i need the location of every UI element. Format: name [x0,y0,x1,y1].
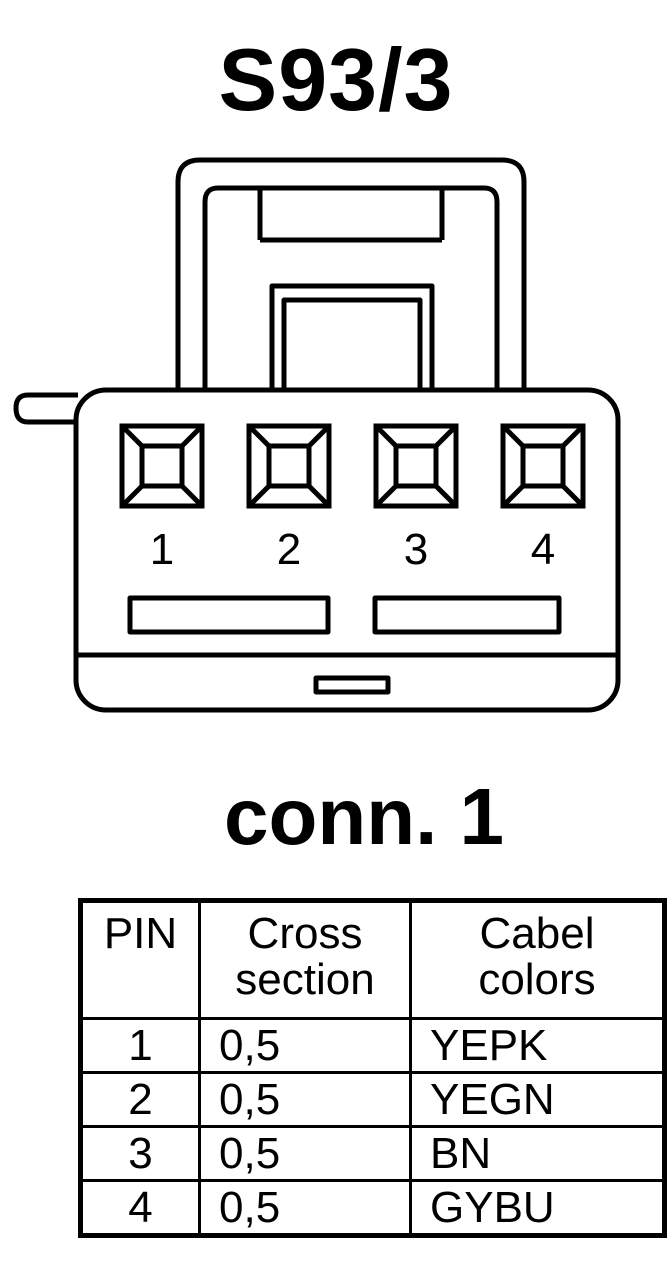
bottom-notch [313,675,391,695]
header-cross-section: Cross section [198,899,412,1020]
slot-right [372,595,562,635]
cell-pin: 1 [79,1017,201,1074]
cell-color: YEPK [409,1017,666,1074]
cell-cross-section: 0,5 [198,1179,412,1237]
latch-tongue-inner [281,297,423,390]
pin-label-3: 3 [404,525,428,574]
cell-cross-section: 0,5 [198,1125,412,1182]
header-pin-text: PIN [103,909,178,958]
pin-terminal-3 [373,423,459,509]
table-row: 3 0,5 BN [79,1125,666,1182]
header-cross-line2: section [235,955,375,1004]
latch-outer [175,157,527,390]
cell-pin: 4 [79,1179,201,1237]
side-tab [13,392,78,425]
latch-inner [202,185,500,390]
header-cross-line1: Cross [247,909,363,958]
pin-table: PIN Cross section Cabel colors 1 0,5 YEP… [78,898,667,1238]
pin-label-1: 1 [150,525,174,574]
header-colors-line1: Cabel [479,909,595,958]
table-row: 4 0,5 GYBU [79,1179,666,1237]
table-header-row: PIN Cross section Cabel colors [79,899,666,1020]
latch-tongue [269,283,435,390]
pin-terminal-2 [246,423,332,509]
pin-terminal-1 [119,423,205,509]
header-pin: PIN [79,899,201,1020]
cell-cross-section: 0,5 [198,1071,412,1128]
cell-cross-section: 0,5 [198,1017,412,1074]
cell-pin: 2 [79,1071,201,1128]
cell-color: GYBU [409,1179,666,1237]
cell-color: YEGN [409,1071,666,1128]
pin-label-4: 4 [531,525,555,574]
header-cabel-colors: Cabel colors [409,899,666,1020]
slot-left [127,595,331,635]
table-row: 2 0,5 YEGN [79,1071,666,1128]
header-colors-line2: colors [478,955,596,1004]
cell-pin: 3 [79,1125,201,1182]
cell-color: BN [409,1125,666,1182]
connector-title: S93/3 [218,30,454,129]
housing-body [73,387,621,713]
pin-label-2: 2 [277,525,301,574]
table-row: 1 0,5 YEPK [79,1017,666,1074]
pin-terminal-4 [500,423,586,509]
connector-drawing: 1 2 3 4 [13,157,621,713]
connector-label: conn. 1 [223,772,505,861]
